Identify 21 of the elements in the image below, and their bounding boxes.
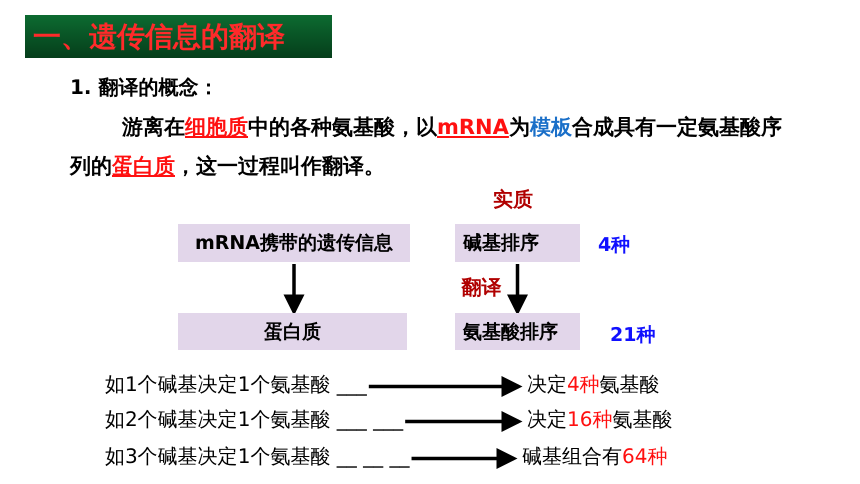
column-heading: 实质 [493, 186, 533, 213]
process-box: 碱基排序 [455, 224, 580, 262]
arrow [405, 411, 522, 432]
result-text: 碱基组合有64种 [522, 443, 668, 470]
count-text: 21种 [610, 323, 656, 348]
result-text: 决定16种氨基酸 [527, 406, 672, 433]
count-text: 4种 [598, 233, 630, 258]
process-box: 氨基酸排序 [455, 313, 580, 350]
statement-text: 如1个碱基决定1个氨基酸 ___ [105, 371, 367, 398]
statement-text: 如2个碱基决定1个氨基酸 ___ ___ [105, 406, 404, 433]
result-text: 决定4种氨基酸 [527, 371, 660, 398]
statement-text: 如3个碱基决定1个氨基酸 __ __ __ [105, 443, 410, 470]
arrow [507, 264, 528, 316]
process-box: 蛋白质 [178, 313, 407, 350]
definition-paragraph: 游离在细胞质中的各种氨基酸，以mRNA为模板合成具有一定氨基酸序列的蛋白质，这一过程叫作翻译。 [70, 114, 782, 180]
arrow [284, 264, 304, 316]
section-heading: 1. 翻译的概念： [70, 74, 218, 101]
arrow [412, 448, 518, 469]
slide-title: 一、遗传信息的翻译 [25, 15, 332, 58]
arrow [368, 376, 522, 397]
process-box: mRNA携带的遗传信息 [178, 224, 410, 262]
